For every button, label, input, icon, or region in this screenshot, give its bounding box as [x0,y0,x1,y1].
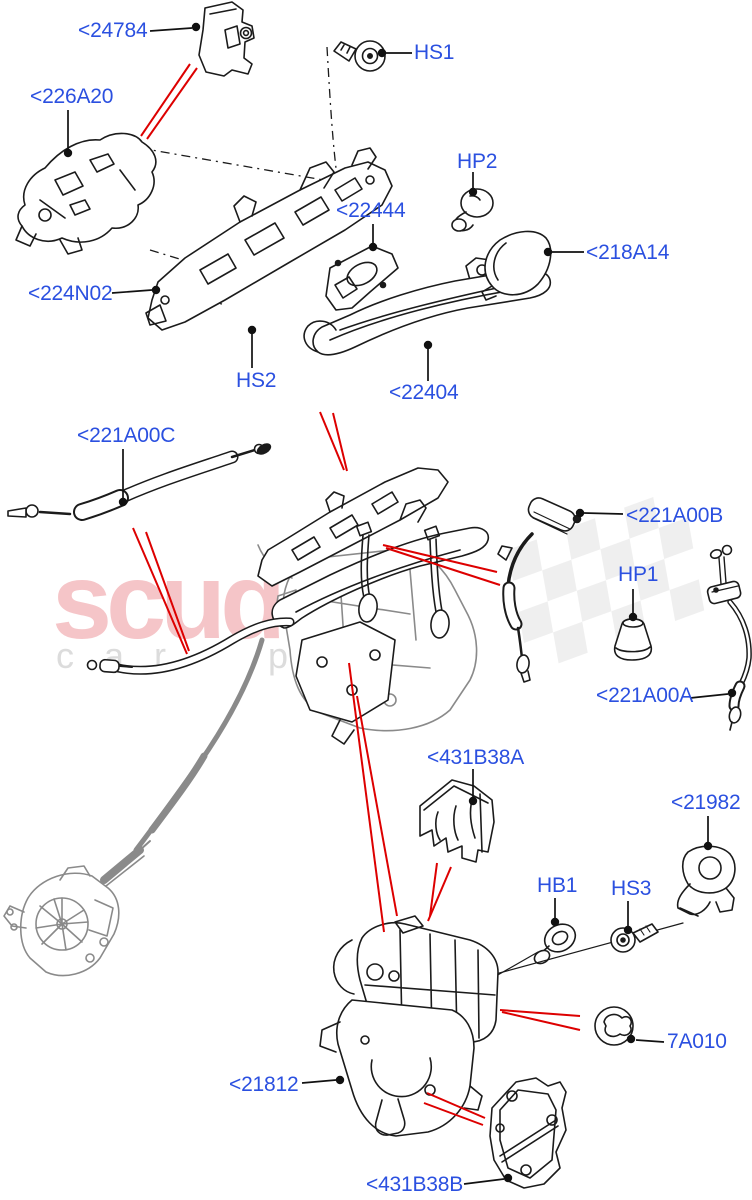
part-drawing-lock-actuator-motor [3,840,151,977]
part-label-21812[interactable]: <21812 [229,1073,299,1096]
part-drawing-door-handle-22404 [303,257,552,356]
part-label-HB1[interactable]: HB1 [537,874,578,897]
red-locator-lines [132,63,581,1126]
part-label-221A00A[interactable]: <221A00A [596,684,694,707]
assembly-door-lock-in-situ [86,443,490,884]
part-drawing-bolt-hs3 [491,922,684,976]
part-label-218A14[interactable]: <218A14 [586,241,670,264]
part-label-22444[interactable]: <22444 [336,199,406,222]
part-label-21982[interactable]: <21982 [671,791,741,814]
part-drawing-grommet-hp2 [451,188,494,232]
part-label-HP1[interactable]: HP1 [618,563,659,586]
part-drawing-cable-221A00B [497,497,582,683]
part-label-226A20[interactable]: <226A20 [30,85,114,108]
part-drawing-striker-21982 [676,845,736,917]
part-label-HS2[interactable]: HS2 [236,369,277,392]
checkered-flag-motif [507,496,705,664]
part-drawing-gasket-431B38B [489,1077,567,1189]
part-label-24784[interactable]: <24784 [78,19,148,42]
leader-lines [67,27,729,1185]
part-drawing-escutcheon-22444 [325,245,399,311]
leader-dots [63,22,737,1183]
part-label-431B38A[interactable]: <431B38A [427,746,525,769]
part-label-221A00C[interactable]: <221A00C [77,424,176,447]
part-drawing-handle-cap-218A14 [481,230,552,301]
part-label-221A00B[interactable]: <221A00B [626,504,724,527]
part-label-HP2[interactable]: HP2 [457,150,498,173]
part-drawing-handle-housing-226A20 [15,132,157,255]
part-drawing-release-cable-221A00C [7,443,267,521]
part-label-HS1[interactable]: HS1 [414,41,455,64]
part-drawing-latch-21812 [319,915,499,1137]
part-label-431B38B[interactable]: <431B38B [366,1173,464,1196]
part-drawing-latch-cover-431B38A [419,779,495,863]
part-label-224N02[interactable]: <224N02 [28,282,113,305]
part-label-22404[interactable]: <22404 [389,381,459,404]
part-drawing-cable-221A00A [706,544,752,731]
part-label-7A010[interactable]: 7A010 [667,1030,727,1053]
part-drawing-plug-hb1 [495,923,577,977]
part-drawing-actuator-bracket-24784 [198,1,255,77]
part-drawing-handle-reinforcement-224N02 [145,147,393,331]
part-drawing-screw-hs1 [333,40,386,72]
part-label-HS3[interactable]: HS3 [611,877,652,900]
part-drawing-cap-7A010 [594,1006,634,1046]
